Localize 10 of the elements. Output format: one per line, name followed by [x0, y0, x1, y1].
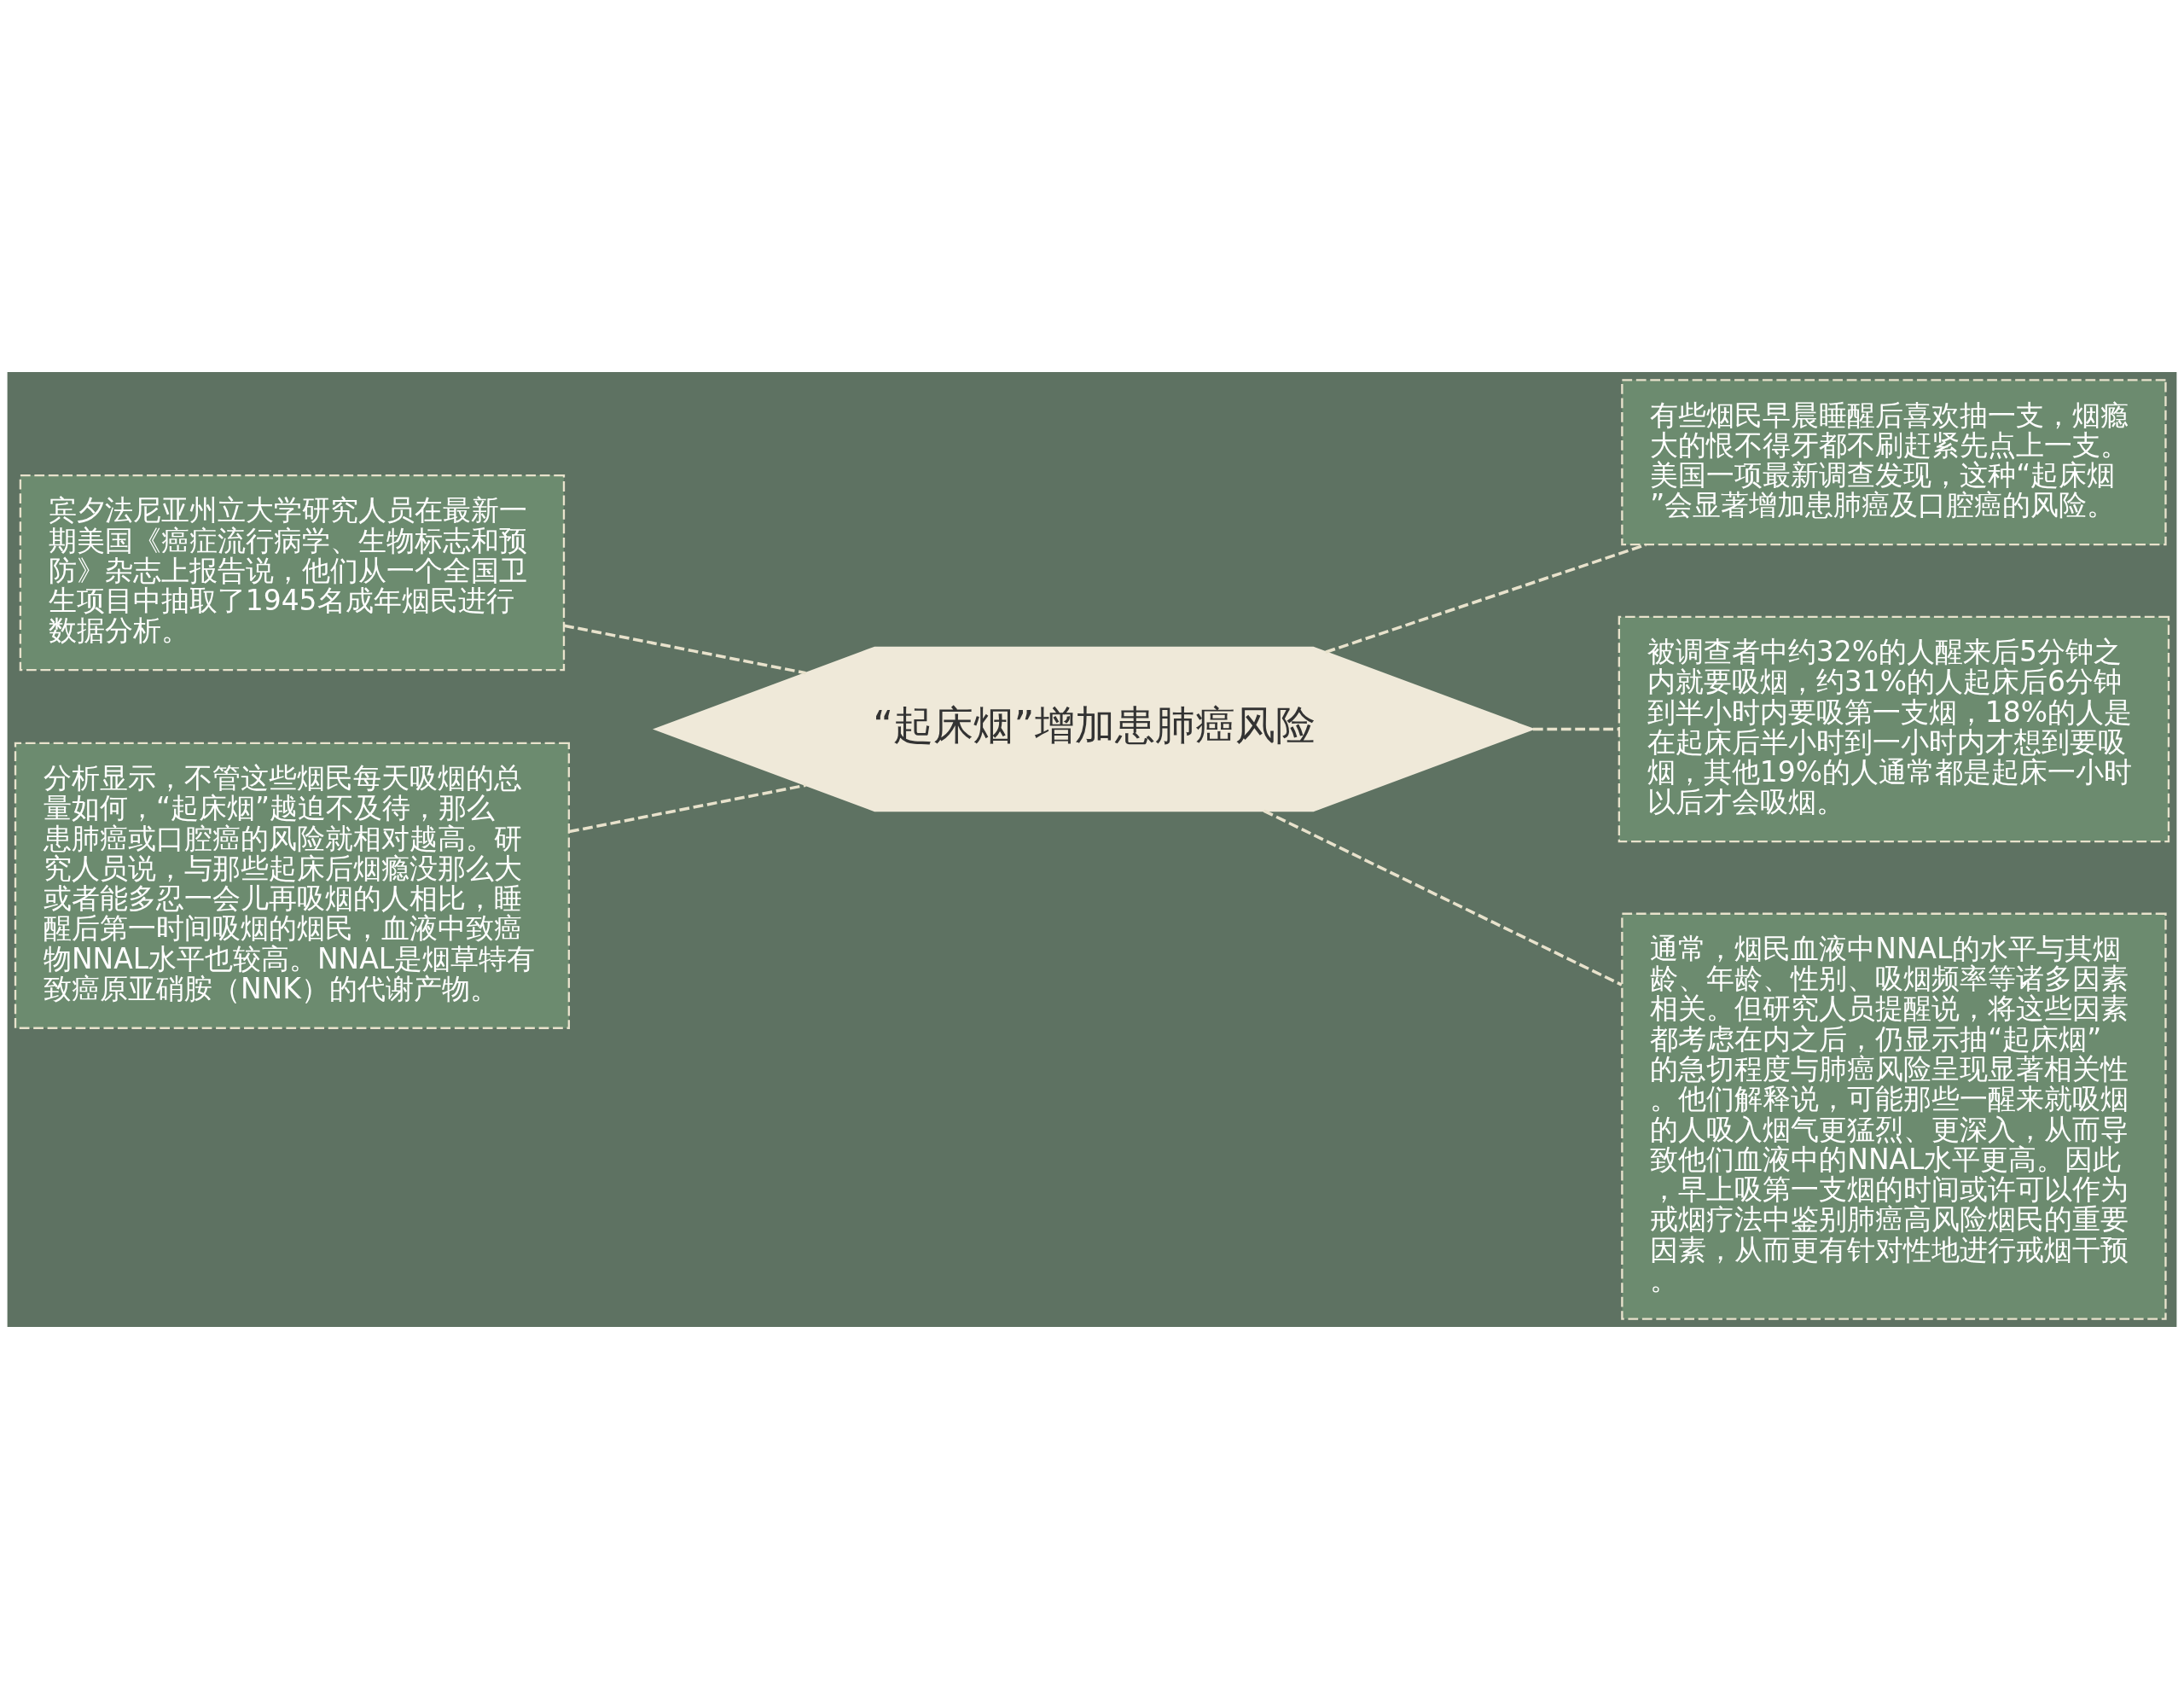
node-box: 分析显示，不管这些烟民每天吸烟的总量如何，“起床烟”越迫不及待，那么患肺癌或口腔癌的风险就相对越高。研究人员说，与那些起床后烟瘾没那么大或者能多忍一会儿再吸烟的人相比，睡醒后第一时间吸烟的烟民，血液中致癌物NNAL水平也较高。NNAL是烟草特有致癌原亚硝胺（NNK）的代谢产物。: [14, 742, 571, 1029]
connector: [564, 624, 806, 675]
node-box: 被调查者中约32%的人醒来后5分钟之内就要吸烟，约31%的人起床后6分钟到半小时内要吸第一支烟，18%的人是在起床后半小时到一小时内才想到要吸烟，其他19%的人通常都是起床一小时以后才会吸烟。: [1618, 615, 2170, 843]
node-box: 通常，烟民血液中NNAL的水平与其烟龄、年龄、性别、吸烟频率等诸多因素相关。但研究人员提醒说，将这些因素都考虑在内之后，仍显示抽“起床烟”的急切程度与肺癌风险呈现显著相关性。他们解释说，可能那些一醒来就吸烟的人吸入烟气更猛烈、更深入，从而导致他们血液中的NNAL水平更高。因此，早上吸第一支烟的时间或许可以作为戒烟疗法中鉴别肺癌高风险烟民的重要因素，从而更有针对性地进行戒烟干预。: [1621, 912, 2167, 1320]
connector: [568, 783, 806, 834]
connector: [1532, 727, 1619, 731]
connector: [1325, 543, 1647, 654]
connector: [1263, 809, 1623, 986]
node-box: 宾夕法尼亚州立大学研究人员在最新一期美国《癌症流行病学、生物标志和预防》杂志上报告说，他们从一个全国卫生项目中抽取了1945名成年烟民进行数据分析。: [19, 474, 566, 672]
node-box: 有些烟民早晨睡醒后喜欢抽一支，烟瘾大的恨不得牙都不刷赶紧先点上一支。美国一项最新调查发现，这种“起床烟”会显著增加患肺癌及口腔癌的风险。: [1621, 379, 2167, 546]
